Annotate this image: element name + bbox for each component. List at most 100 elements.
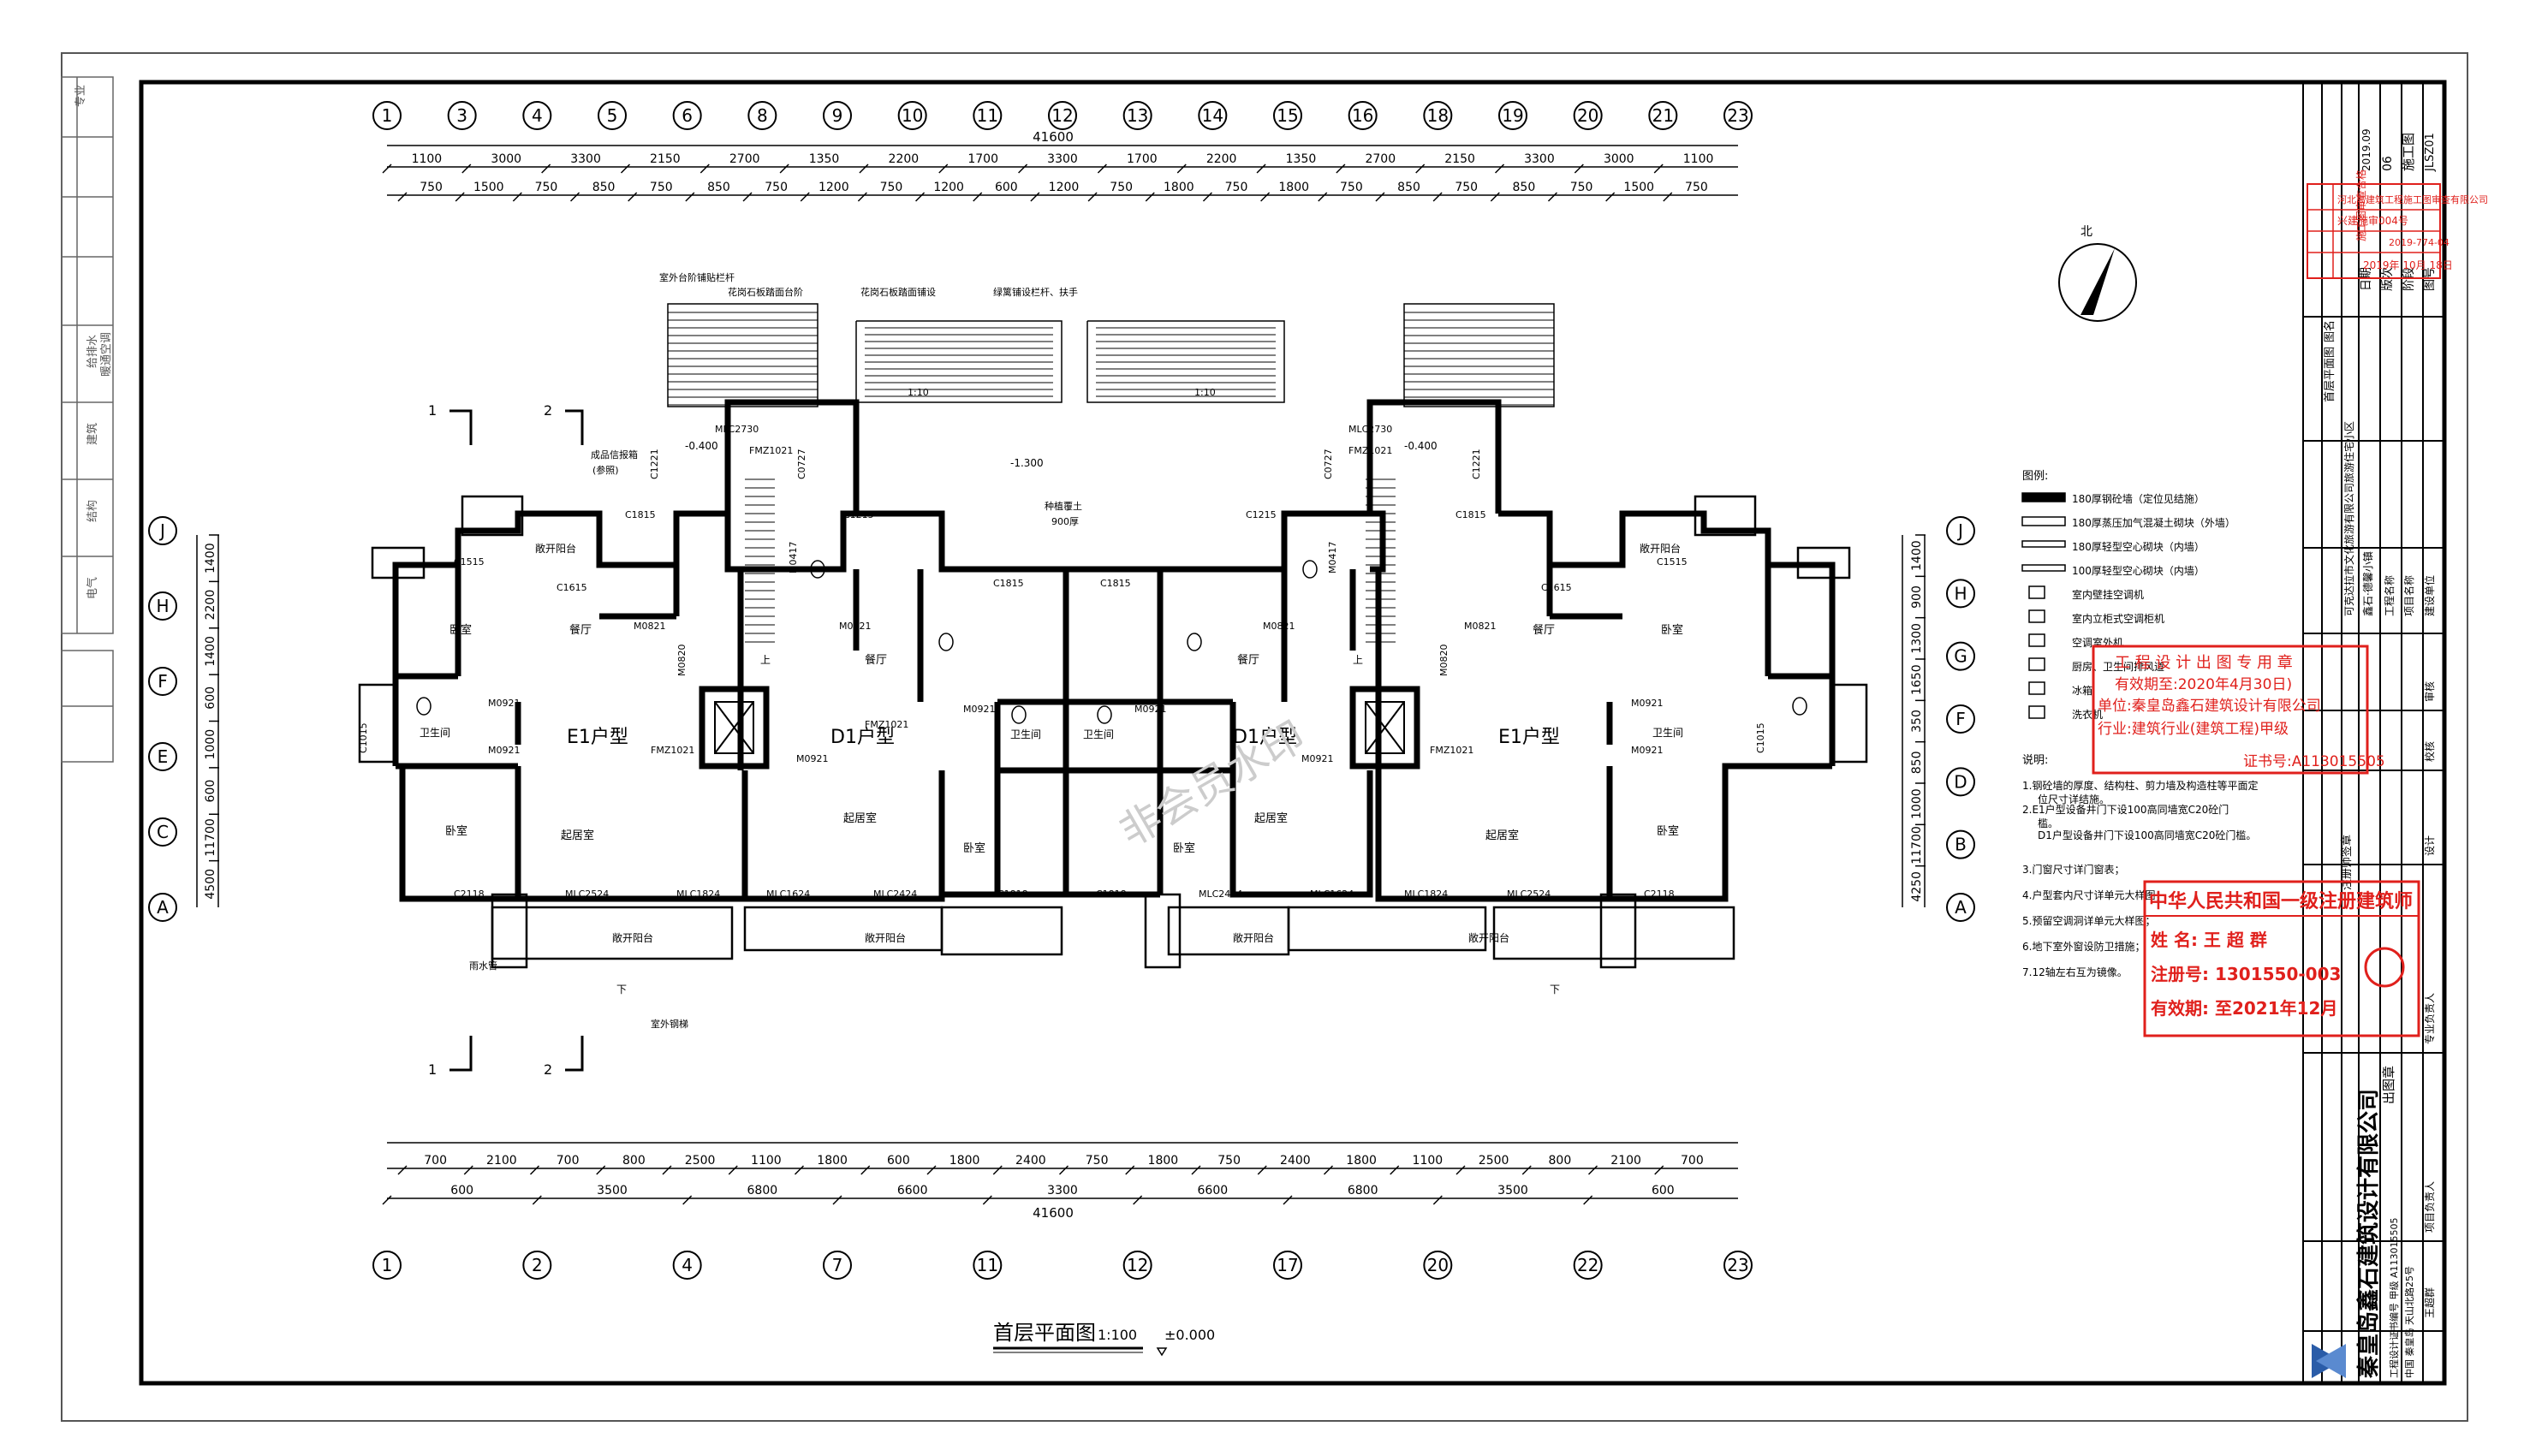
dimension-value: 1100 xyxy=(412,152,443,166)
dimension-value: 3300 xyxy=(570,152,601,166)
dimension-value: 850 xyxy=(1910,751,1924,774)
axis-bubble: 5 xyxy=(598,101,627,130)
room-dining: 餐厅 xyxy=(1533,623,1555,637)
role-review: 审核 xyxy=(2423,681,2436,702)
dimension-value: 700 xyxy=(1681,1154,1704,1168)
window-label: MLC1624 xyxy=(1310,888,1354,900)
dimension-value: 1400 xyxy=(1910,540,1924,571)
dimension-value: 2150 xyxy=(1444,152,1475,166)
door-label: FMZ1021 xyxy=(865,719,908,730)
axis-bubble: 12 xyxy=(1048,101,1077,130)
axis-label: 14 xyxy=(1202,105,1223,126)
axis-label: 11 xyxy=(977,1255,998,1275)
note-text: D1户型设备井门下设100高同墙宽C20砼门槛。 xyxy=(2038,829,2256,841)
axis-label: J xyxy=(158,520,165,541)
dimension-value: 1100 xyxy=(1683,152,1714,166)
legend: 图例: xyxy=(2022,470,2048,483)
axis-label: 20 xyxy=(1577,105,1598,126)
dimension-value: 6800 xyxy=(1348,1184,1378,1197)
building-walls xyxy=(392,399,1836,902)
axis-bubble: 14 xyxy=(1198,101,1228,130)
room-living: 起居室 xyxy=(561,829,594,842)
room-balcony: 敞开阳台 xyxy=(535,542,576,555)
room-bedroom: 卧室 xyxy=(1661,623,1683,637)
dimension-value: 750 xyxy=(1217,1154,1241,1168)
room-bedroom: 卧室 xyxy=(963,841,985,855)
legend-item: 180厚蒸压加气混凝土砌块（外墙） xyxy=(2021,516,2235,529)
note-text: 1.钢砼墙的厚度、结构柱、剪力墙及构造柱等平面定 xyxy=(2022,779,2258,792)
dimension-value: 1800 xyxy=(1148,1154,1179,1168)
dimension-value: 2200 xyxy=(889,152,920,166)
strip-label: 结构 xyxy=(86,500,99,522)
axis-label: A xyxy=(157,897,169,918)
legend-item: 冰箱 xyxy=(2028,681,2092,697)
seal-icon xyxy=(2364,947,2405,988)
dimension-value: 1350 xyxy=(1286,152,1317,166)
room-bedroom: 卧室 xyxy=(445,824,467,838)
north-label: 北 xyxy=(2081,225,2092,239)
strip-label: 电气 xyxy=(86,577,99,599)
axis-label: J xyxy=(1956,520,1963,541)
door-label: MLC2730 xyxy=(1348,424,1392,435)
dimension-value: 1200 xyxy=(933,181,964,194)
title-block xyxy=(2302,81,2445,1384)
axis-bubble: 20 xyxy=(1573,101,1603,130)
door-label: M0921 xyxy=(1134,704,1167,715)
axis-label: 17 xyxy=(1277,1255,1298,1275)
company-sub1: 工程设计证书编号 甲级 A113015505 xyxy=(2388,1217,2400,1378)
axis-label: F xyxy=(158,671,168,692)
dimension-value: 1700 xyxy=(1127,152,1158,166)
dimension-value: 6800 xyxy=(747,1184,778,1197)
section-mark: 2 xyxy=(544,1061,552,1078)
door-label: M0921 xyxy=(488,745,521,756)
axis-bubble: D xyxy=(1946,767,1975,797)
north-arrow-icon: 北 xyxy=(2058,225,2137,322)
drawing-stage: 施工图 xyxy=(2401,133,2416,171)
door-label: FMZ1021 xyxy=(749,445,793,456)
axis-label: 23 xyxy=(1727,1255,1748,1275)
window-label: C1815 xyxy=(1455,509,1486,520)
dimension-value: 1650 xyxy=(1910,664,1924,695)
design-stamp: 工 程 设 计 出 图 专 用 章 有效期至:2020年4月30日) 单位:秦皇… xyxy=(2092,645,2385,775)
dimension-value: 600 xyxy=(887,1154,910,1168)
note-text: 7.12轴左右互为镜像。 xyxy=(2022,966,2128,978)
dimension-value: 4250 xyxy=(1910,871,1924,902)
section-mark: 2 xyxy=(544,402,552,419)
stair-direction: 上 xyxy=(1353,654,1363,666)
entrance-stairs xyxy=(667,303,1555,407)
window-label: C1815 xyxy=(1100,578,1131,589)
dimension-value: 700 xyxy=(557,1154,580,1168)
dimension-value: 600 xyxy=(204,686,217,710)
dimension-value: 850 xyxy=(1397,181,1420,194)
note-label: 成品信报箱 xyxy=(591,449,638,461)
note-text: 5.预留空调洞详单元大样图； xyxy=(2022,914,2155,927)
legend-item: 洗衣机 xyxy=(2028,705,2103,721)
door-label: FMZ1021 xyxy=(651,745,694,756)
dimension-value: 750 xyxy=(650,181,673,194)
axis-label: 20 xyxy=(1427,1255,1449,1275)
dimension-value: 1400 xyxy=(204,543,217,573)
axis-bubble: A xyxy=(1946,893,1975,922)
design-stamp-cert: 证书号:A113015505 xyxy=(2243,753,2385,770)
note-text: 2.E1户型设备井门下设100高同墙宽C20砼门 xyxy=(2022,803,2229,816)
note-label: 室外钢梯 xyxy=(651,1018,688,1030)
window-label: C1221 xyxy=(649,449,660,479)
axis-label: H xyxy=(1954,583,1967,603)
door-label: M0821 xyxy=(1263,621,1295,632)
axis-label: D xyxy=(1954,771,1967,792)
window-label: C0727 xyxy=(1323,449,1334,479)
axis-bubble: B xyxy=(1946,829,1975,859)
axis-label: 4 xyxy=(682,1255,693,1275)
drawing-number: JLSZ01 xyxy=(2424,133,2437,172)
room-bedroom: 卧室 xyxy=(449,623,472,637)
axis-label: 3 xyxy=(456,105,467,126)
notes-title: 说明: xyxy=(2022,754,2048,767)
watermark: 非会员水印 xyxy=(1111,712,1313,857)
dimension-value: 750 xyxy=(420,181,443,194)
client-label: 建设单位 xyxy=(2423,575,2436,616)
dimension-value: 850 xyxy=(707,181,730,194)
window-label: C1215 xyxy=(1246,509,1277,520)
section-mark: 1 xyxy=(428,402,437,419)
axis-label: H xyxy=(156,596,169,616)
legend-text: 180厚钢砼墙（定位见结施） xyxy=(2072,492,2205,505)
